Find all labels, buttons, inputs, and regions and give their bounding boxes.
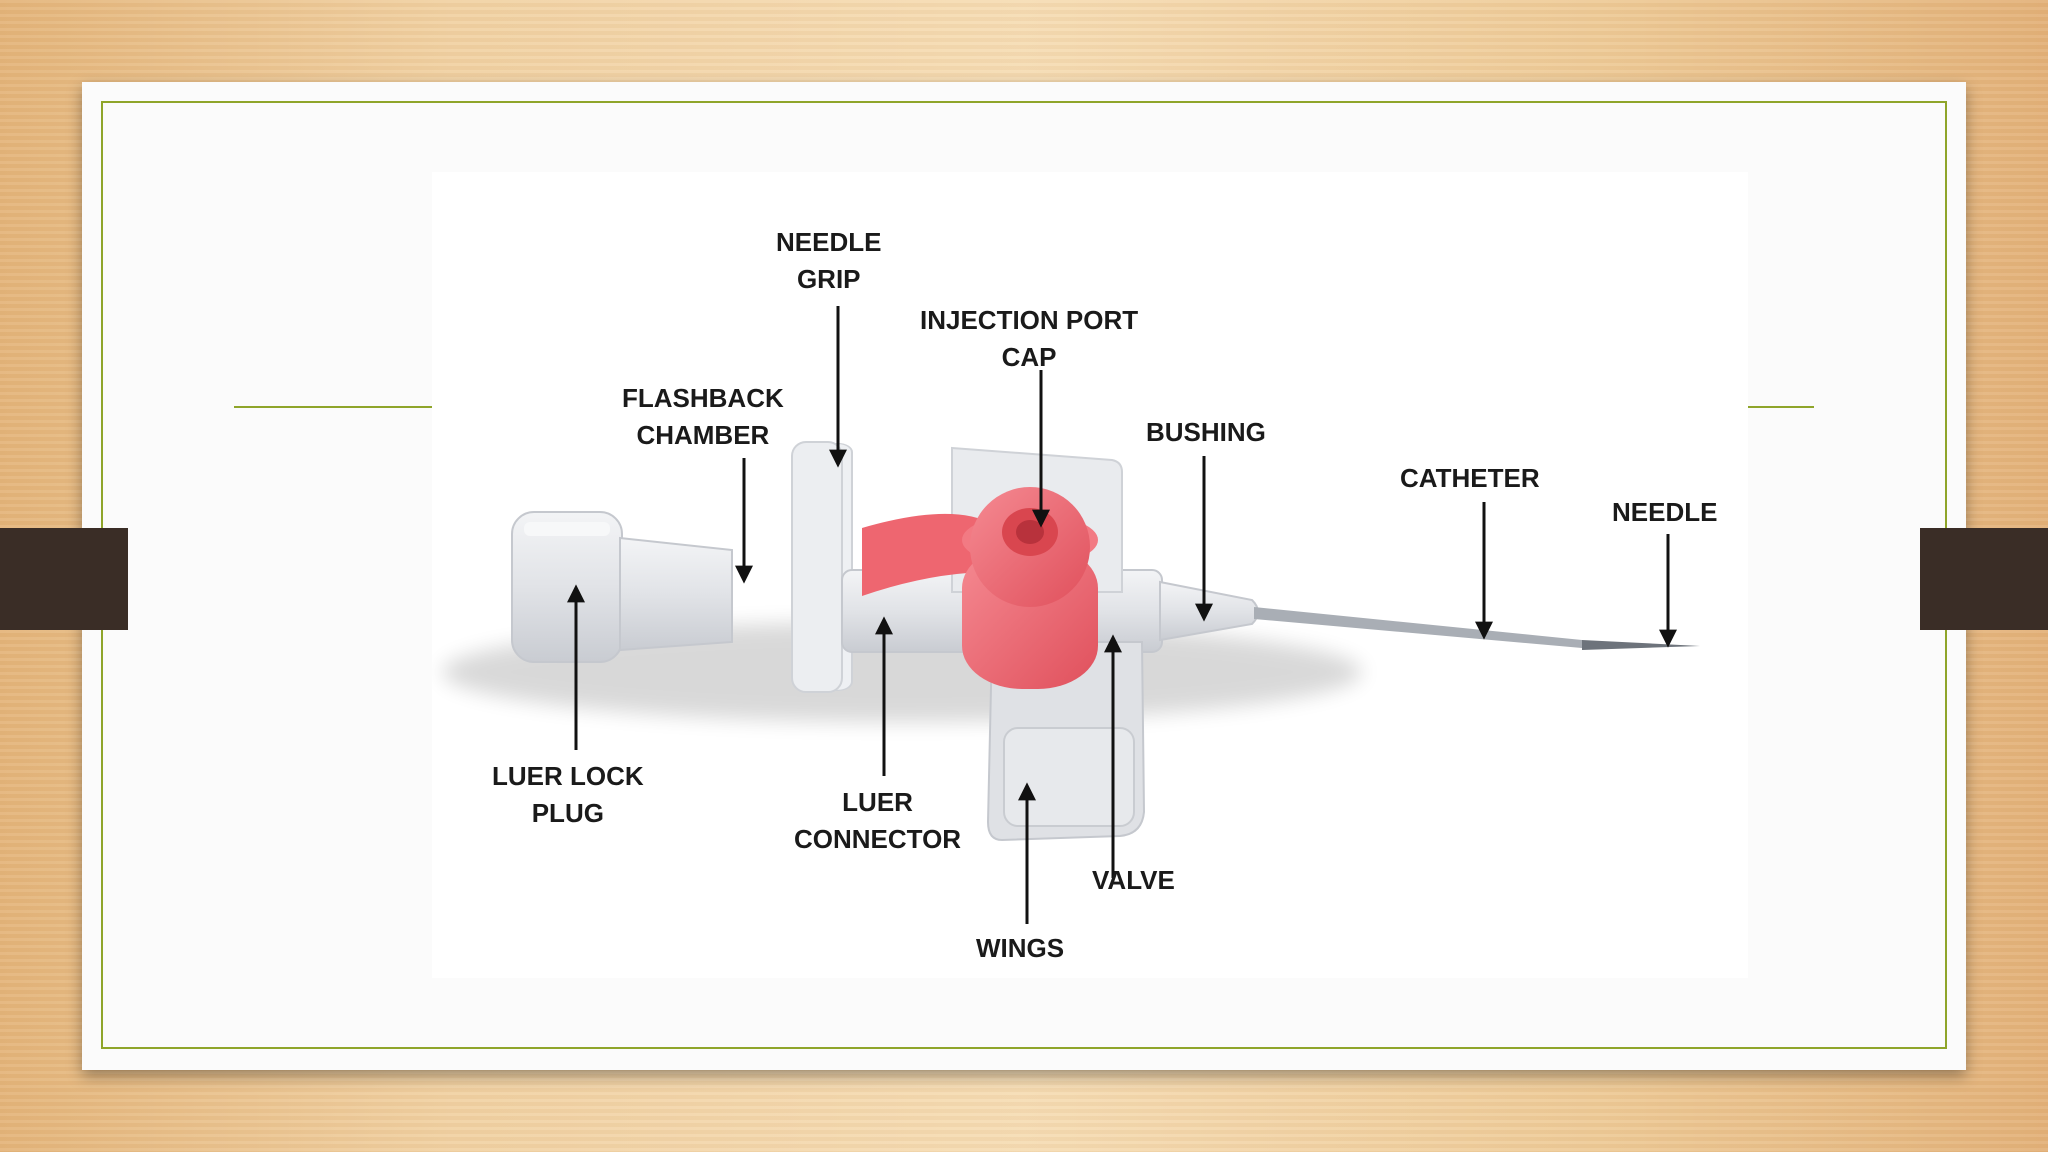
needle-grip-shape (791, 441, 853, 693)
label-flashback-chamber: FLASHBACK CHAMBER (622, 383, 784, 450)
right-side-tab (1920, 528, 2048, 630)
left-side-tab (0, 528, 128, 630)
iv-cannula-diagram (442, 306, 1700, 924)
label-needle-grip: NEEDLE GRIP (776, 227, 882, 294)
label-needle: NEEDLE (1612, 497, 1718, 527)
label-injection-port-cap: INJECTION PORT CAP (920, 305, 1139, 372)
bushing-shape (1159, 580, 1259, 642)
flashback-chamber-shape (619, 536, 733, 652)
label-luer-connector: LUER CONNECTOR (794, 787, 962, 854)
pointer-lines (567, 306, 1677, 924)
luer-lock-plug-shape (511, 511, 623, 663)
left-accent-line (234, 406, 434, 408)
right-accent-line (1746, 406, 1814, 408)
label-valve: VALVE (1092, 865, 1175, 895)
catheter-needle-shape (1254, 607, 1700, 650)
label-catheter: CATHETER (1400, 463, 1540, 493)
label-wings: WINGS (976, 933, 1065, 963)
label-bushing: BUSHING (1146, 417, 1266, 447)
injection-port-cap-shape (862, 487, 1098, 689)
label-luer-lock-plug: LUER LOCK PLUG (492, 761, 644, 828)
